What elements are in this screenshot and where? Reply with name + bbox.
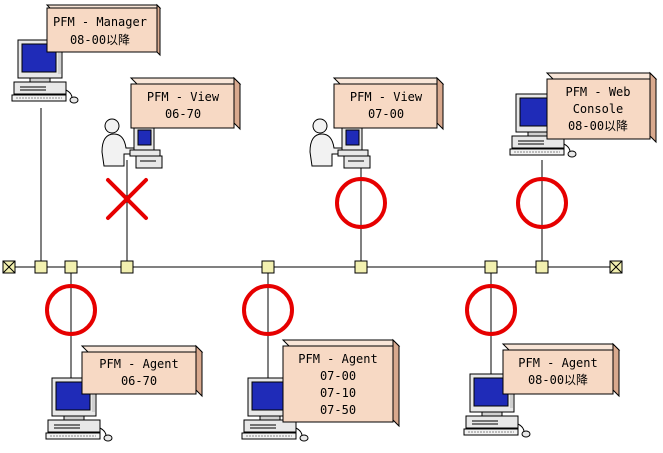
web-console-version-label: 08-00以降 xyxy=(568,119,628,133)
agent-b-product-label: PFM - Agent xyxy=(298,352,377,366)
compatible-mark-agent-c xyxy=(465,284,517,336)
agent-a-product-label: PFM - Agent xyxy=(99,357,178,371)
box-agent-b: PFM - Agent 07-00 07-10 07-50 xyxy=(281,338,401,428)
compatible-mark-web-console xyxy=(516,177,568,229)
compatible-mark-view-b xyxy=(335,177,387,229)
compatible-mark-agent-a xyxy=(45,284,97,336)
box-agent-c: PFM - Agent 08-00以降 xyxy=(501,342,621,398)
agent-c-version-label: 08-00以降 xyxy=(528,373,588,387)
agent-b-version-label-1: 07-00 xyxy=(320,369,356,383)
agent-a-version-label: 06-70 xyxy=(121,374,157,388)
box-view-a: PFM - View 06-70 xyxy=(129,76,242,131)
agent-c-product-label: PFM - Agent xyxy=(518,356,597,370)
view-b-product-label: PFM - View xyxy=(350,90,423,104)
box-view-b: PFM - View 07-00 xyxy=(332,76,445,131)
view-b-version-label: 07-00 xyxy=(368,107,404,121)
box-manager: PFM - Manager 08-00以降 xyxy=(45,3,162,57)
view-a-version-label: 06-70 xyxy=(165,107,201,121)
box-web-console: PFM - Web Console 08-00以降 xyxy=(545,71,658,144)
web-console-product-label: PFM - Web xyxy=(565,85,630,99)
incompatible-mark xyxy=(106,178,148,220)
box-agent-a: PFM - Agent 06-70 xyxy=(80,344,204,398)
agent-b-version-label-3: 07-50 xyxy=(320,403,356,417)
agent-b-version-label-2: 07-10 xyxy=(320,386,356,400)
web-console-product-label-2: Console xyxy=(573,102,624,116)
compatible-mark-agent-b xyxy=(242,284,294,336)
manager-product-label: PFM - Manager xyxy=(53,15,147,29)
manager-version-label: 08-00以降 xyxy=(70,33,130,47)
view-a-product-label: PFM - View xyxy=(147,90,220,104)
junction-nodes xyxy=(34,260,549,274)
